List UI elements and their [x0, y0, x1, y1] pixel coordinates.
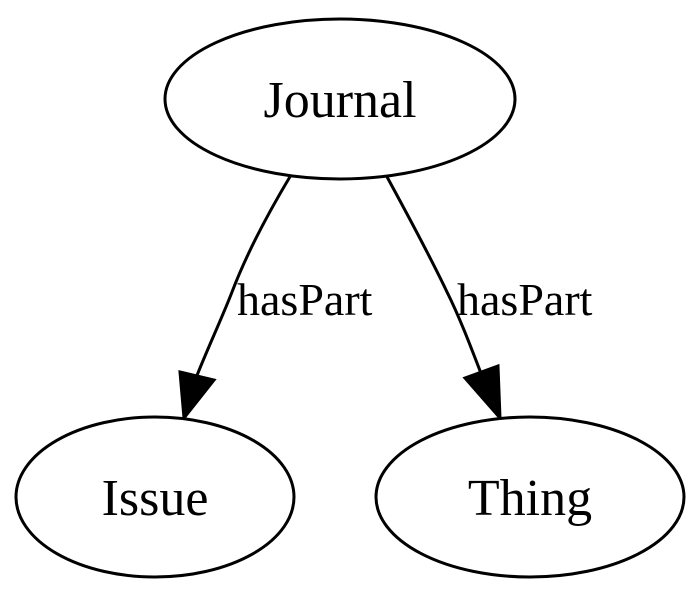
node-issue-label: Issue	[102, 470, 209, 527]
node-thing: Thing	[374, 415, 686, 579]
node-issue-shape	[14, 415, 296, 579]
node-journal-label: Journal	[263, 72, 416, 129]
edge-journal-issue-label: hasPart	[237, 274, 373, 325]
node-thing-label: Thing	[468, 470, 592, 527]
edge-journal-issue-line	[194, 174, 293, 379]
edge-journal-thing-label: hasPart	[457, 274, 593, 325]
node-journal-shape	[163, 17, 517, 181]
edge-journal-thing-arrowhead	[462, 363, 502, 423]
node-thing-shape	[374, 415, 686, 579]
node-journal: Journal	[163, 17, 517, 181]
edge-journal-issue: hasPart	[178, 174, 373, 422]
node-issue: Issue	[14, 415, 296, 579]
edge-journal-issue-arrowhead	[178, 370, 217, 422]
edge-journal-thing-line	[384, 174, 484, 377]
edge-journal-thing: hasPart	[384, 174, 593, 423]
